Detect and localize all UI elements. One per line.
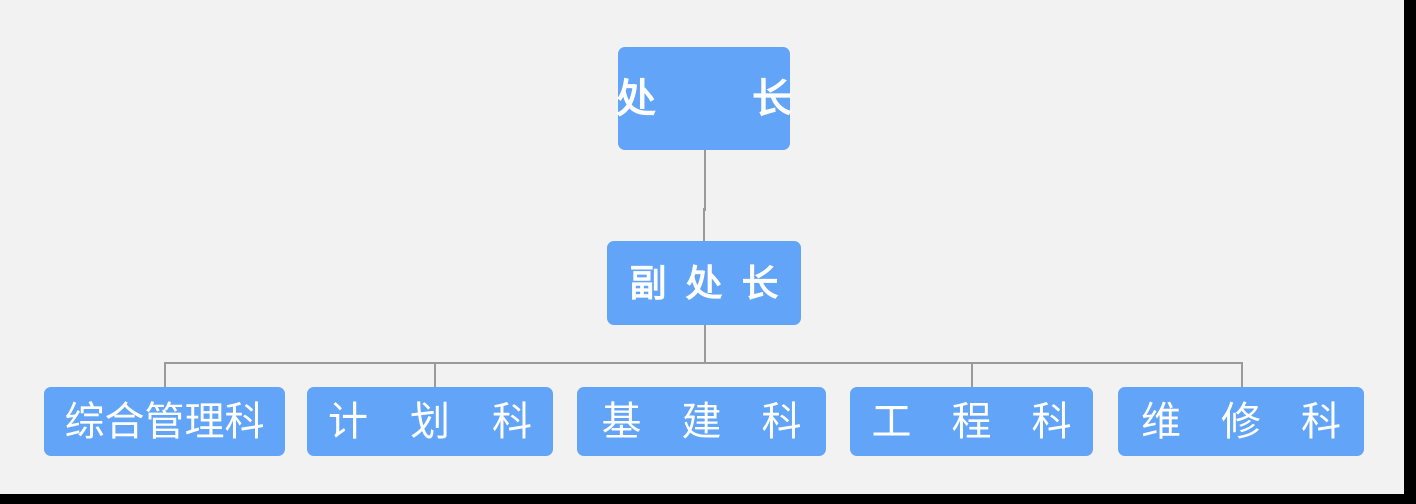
connector-drop-comprehensive (164, 362, 166, 388)
connector-chief-to-deputy-lower (703, 208, 705, 242)
node-comprehensive-management-section[interactable]: 综合管理科 (44, 387, 285, 456)
node-deputy-chief-label: 副处长 (629, 261, 798, 305)
node-capital-construction-section[interactable]: 基建科 (577, 387, 826, 456)
node-engineering-section-label: 工程科 (871, 398, 1112, 445)
node-planning-section[interactable]: 计划科 (307, 387, 553, 456)
node-maintenance-section-label: 维修科 (1141, 398, 1381, 445)
node-capital-construction-section-label: 基建科 (601, 398, 842, 445)
node-chief[interactable]: 处 长 (616, 47, 792, 150)
node-planning-section-label: 计划科 (328, 398, 574, 445)
node-comprehensive-management-section-label: 综合管理科 (64, 398, 265, 445)
connector-drop-capital (704, 325, 706, 363)
connector-drop-maintenance (1241, 362, 1243, 388)
connector-drop-engineering (971, 362, 973, 388)
node-deputy-chief[interactable]: 副处长 (607, 241, 801, 325)
diagram-page: 处 长 副处长 综合管理科 计划科 基建科 工程科 维修科 (0, 0, 1404, 494)
node-engineering-section[interactable]: 工程科 (850, 387, 1093, 456)
node-maintenance-section[interactable]: 维修科 (1118, 387, 1364, 456)
connector-horizontal-bus (165, 362, 1243, 364)
connector-chief-to-deputy-upper (704, 150, 706, 211)
node-chief-label: 处 长 (616, 75, 820, 122)
connector-drop-plan (434, 362, 436, 388)
